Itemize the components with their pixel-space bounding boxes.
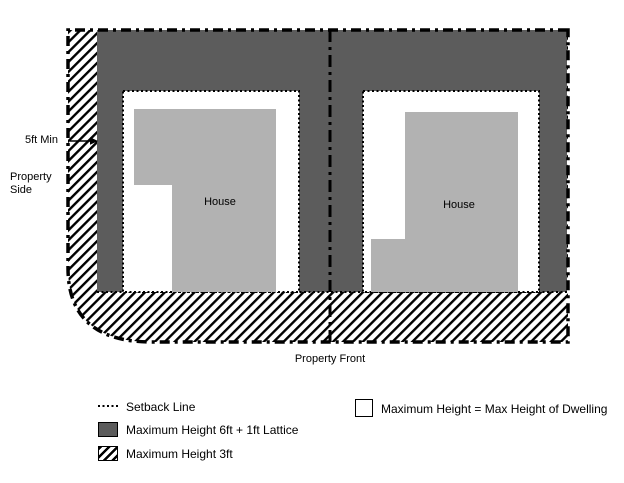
- arrow-head-icon: [90, 137, 98, 145]
- property-side-label: Property Side: [10, 171, 52, 197]
- five-ft-min-label: 5ft Min: [24, 134, 58, 146]
- property-side-label-line1: Property: [10, 171, 52, 183]
- house-left-footprint: [134, 109, 276, 292]
- house-left-label: House: [204, 196, 236, 208]
- property-front-label: Property Front: [294, 353, 366, 365]
- legend-label-3ft: Maximum Height 3ft: [126, 447, 233, 461]
- legend-swatch-max-dwelling: [355, 399, 373, 417]
- legend-swatch-setback-line: [98, 405, 118, 407]
- site-plan: [66, 28, 570, 344]
- legend-label-6ft-lattice: Maximum Height 6ft + 1ft Lattice: [126, 423, 299, 437]
- legend-label-setback-line: Setback Line: [126, 400, 196, 414]
- five-ft-min-arrow: [70, 137, 98, 145]
- house-right-footprint: [371, 112, 518, 292]
- property-boundary-line: [66, 28, 570, 344]
- legend-label-max-dwelling: Maximum Height = Max Height of Dwelling: [381, 402, 608, 416]
- property-side-label-line2: Side: [10, 184, 33, 196]
- legend-swatch-6ft-lattice: [98, 422, 118, 437]
- legend-swatch-3ft: [98, 446, 118, 461]
- house-right-label: House: [443, 199, 475, 211]
